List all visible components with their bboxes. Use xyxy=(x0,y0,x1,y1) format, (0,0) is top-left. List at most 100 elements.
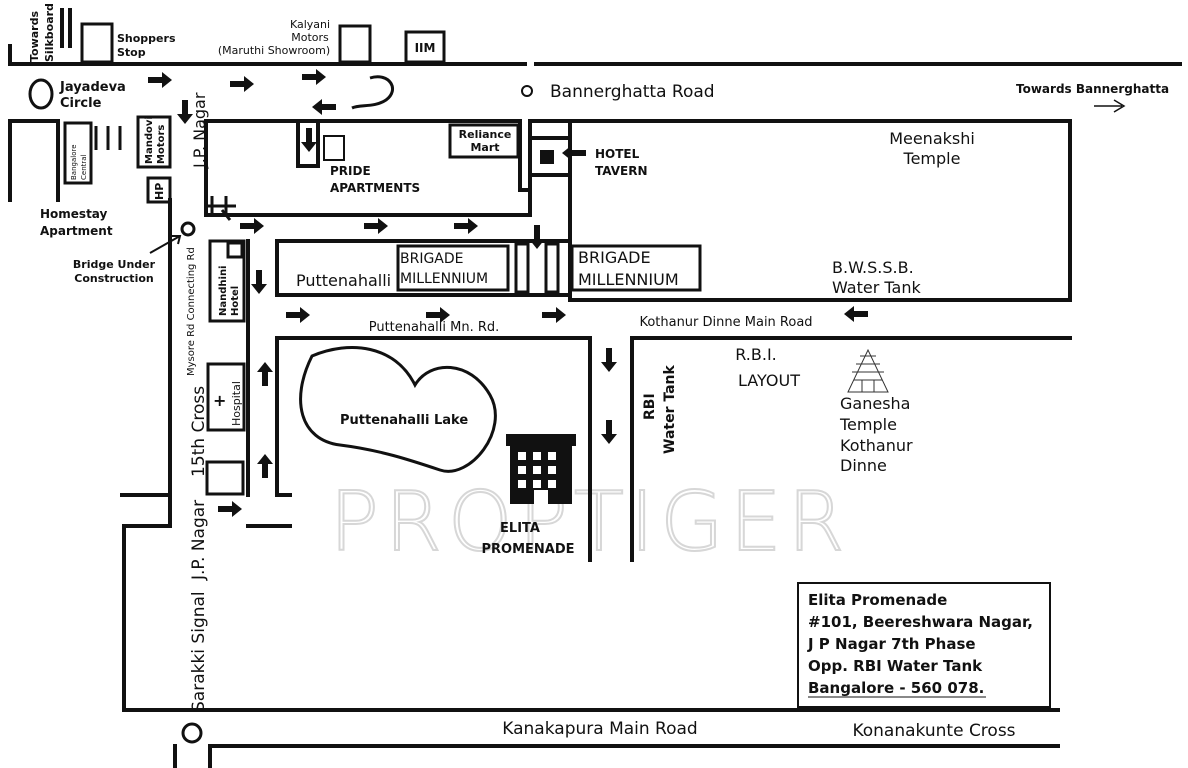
arrow-left xyxy=(562,145,586,161)
puttenahalli-lake xyxy=(299,346,497,473)
bangalore-central-bars xyxy=(94,126,122,150)
pride-apartments-icon xyxy=(323,135,345,161)
bridge-under-construction-label: Construction xyxy=(74,272,153,285)
iim-label: IIM xyxy=(415,41,436,55)
elita-promenade-label: PROMENADE xyxy=(481,542,574,557)
mysore-rd-connecting-label: Mysore Rd Connecting Rd xyxy=(186,247,197,376)
arrow-right xyxy=(302,69,326,85)
nandhini-hotel-building xyxy=(208,239,246,323)
jp-nagar-bottom-label: J.P. Nagar xyxy=(189,500,209,581)
cross-15th-road-right xyxy=(246,239,292,528)
mandovi-motors-label: Mandovi xyxy=(144,116,155,164)
konanakunte-cross-label: Konanakunte Cross xyxy=(852,721,1015,741)
brigade-tower-2 xyxy=(544,242,560,294)
ganesha-temple-label: Temple xyxy=(839,415,897,434)
rbi-water-tank-label: Water Tank xyxy=(662,364,678,454)
pride-apartments-label: APARTMENTS xyxy=(330,181,420,195)
ganesha-temple-label: Ganesha xyxy=(840,394,910,413)
towards-silkboard-label-line1: Towards xyxy=(28,11,41,62)
brigade-millennium-outline xyxy=(275,239,572,297)
u-turn-marker xyxy=(351,75,394,110)
address-box: Elita Promenade #101, Beereshwara Nagar,… xyxy=(797,582,1051,708)
bangalore-central-label: Bangalore xyxy=(70,144,78,180)
arrow-right xyxy=(542,307,566,323)
meenakshi-block-edge xyxy=(568,119,1072,302)
bannerghatta-road-marker xyxy=(521,85,533,97)
cross-15th-box xyxy=(205,460,245,496)
towards-silkboard-label-line2: Silkboard xyxy=(43,3,56,62)
address-line: Bangalore - 560 078. xyxy=(808,679,984,697)
sarakki-signal-label: Sarakki Signal xyxy=(189,591,209,712)
bangalore-central-building xyxy=(63,121,93,185)
jayadeva-circle-marker xyxy=(28,78,54,110)
arrow-right xyxy=(148,72,172,88)
brigade-millennium-right-label: MILLENNIUM xyxy=(578,270,679,289)
arrow-left xyxy=(312,99,336,115)
ganesha-temple-label: Dinne xyxy=(840,456,887,475)
address-line: Opp. RBI Water Tank xyxy=(808,657,983,675)
arrow-right xyxy=(426,307,450,323)
brigade-tower-1 xyxy=(514,242,530,294)
rbi-layout-label: R.B.I. xyxy=(735,345,777,364)
kothanur-dinne-main-road-label: Kothanur Dinne Main Road xyxy=(639,315,812,330)
arrow-right xyxy=(364,218,388,234)
rbi-layout-label: LAYOUT xyxy=(738,371,800,390)
hotel-tavern-block xyxy=(528,136,572,177)
sarakki-signal-marker xyxy=(181,722,203,744)
jayadeva-circle-label: Jayadeva xyxy=(59,80,126,95)
brigade-millennium-left-label: MILLENNIUM xyxy=(400,271,488,287)
road-network xyxy=(8,8,1182,768)
arrow-down xyxy=(529,225,545,249)
elita-promenade-building-icon xyxy=(506,434,576,504)
arrow-down xyxy=(301,128,317,152)
address-line: #101, Beereshwara Nagar, xyxy=(808,613,1033,631)
shoppers-stop-label: Shoppers xyxy=(117,32,176,45)
cross-15th-label: 15th Cross xyxy=(189,386,209,477)
bridge-marker xyxy=(180,221,196,237)
hospital-label: Hospital xyxy=(230,381,243,426)
arrow-down xyxy=(601,420,617,444)
hp-label: HP xyxy=(153,183,166,200)
towards-bannerghatta-label: Towards Bannerghatta xyxy=(1016,82,1169,96)
jp-nagar-top-label: J.P. Nagar xyxy=(190,92,209,169)
reliance-mart-label: Reliance xyxy=(459,128,512,141)
pride-apartments-label: PRIDE xyxy=(330,164,371,178)
arrow-up xyxy=(257,362,273,386)
arrow-right xyxy=(218,501,242,517)
iim-building xyxy=(404,30,446,64)
watermark: PROPTIGER xyxy=(329,475,850,570)
brigade-millennium-right-box xyxy=(570,244,702,292)
nandhini-hotel-label: Nandhini xyxy=(218,266,229,317)
bwssb-water-tank-label: B.W.S.S.B. xyxy=(832,258,914,277)
map-labels: Towards Silkboard Shoppers Stop Kalyani … xyxy=(28,3,1169,741)
buildings: IIM xyxy=(63,22,702,496)
arrow-right xyxy=(230,76,254,92)
hp-box xyxy=(146,176,172,204)
address-line: Elita Promenade xyxy=(808,591,947,609)
arrow-down xyxy=(251,270,267,294)
arrow-down xyxy=(601,348,617,372)
mandovi-motors-building xyxy=(136,115,172,169)
hotel-tavern-marker xyxy=(540,150,554,164)
arrow-up xyxy=(257,454,273,478)
jayadeva-circle-label: Circle xyxy=(60,96,102,111)
hp-small-box xyxy=(226,241,244,259)
shoppers-stop-label: Stop xyxy=(117,46,146,59)
kalyani-motors-label: Kalyani xyxy=(290,18,330,31)
puttenahalli-mn-rd-label: Puttenahalli Mn. Rd. xyxy=(369,320,500,335)
hospital-cross-icon: + xyxy=(213,391,226,410)
brigade-millennium-left-label: BRIGADE xyxy=(400,251,464,267)
bwssb-water-tank-label: Water Tank xyxy=(832,278,921,297)
ganesha-temple-icon xyxy=(847,348,889,393)
bridge-pointer-arrow xyxy=(149,235,182,254)
bridge-marker-symbol xyxy=(204,196,236,221)
meenakshi-temple-label: Meenakshi xyxy=(889,129,975,148)
reliance-mart-label: Mart xyxy=(470,141,499,154)
bannerghatta-road-label: Bannerghatta Road xyxy=(550,82,715,102)
arrow-right xyxy=(240,218,264,234)
kalyani-motors-building xyxy=(338,24,372,64)
traffic-arrows xyxy=(148,69,1126,517)
homestay-apartment-label: Apartment xyxy=(40,224,113,238)
